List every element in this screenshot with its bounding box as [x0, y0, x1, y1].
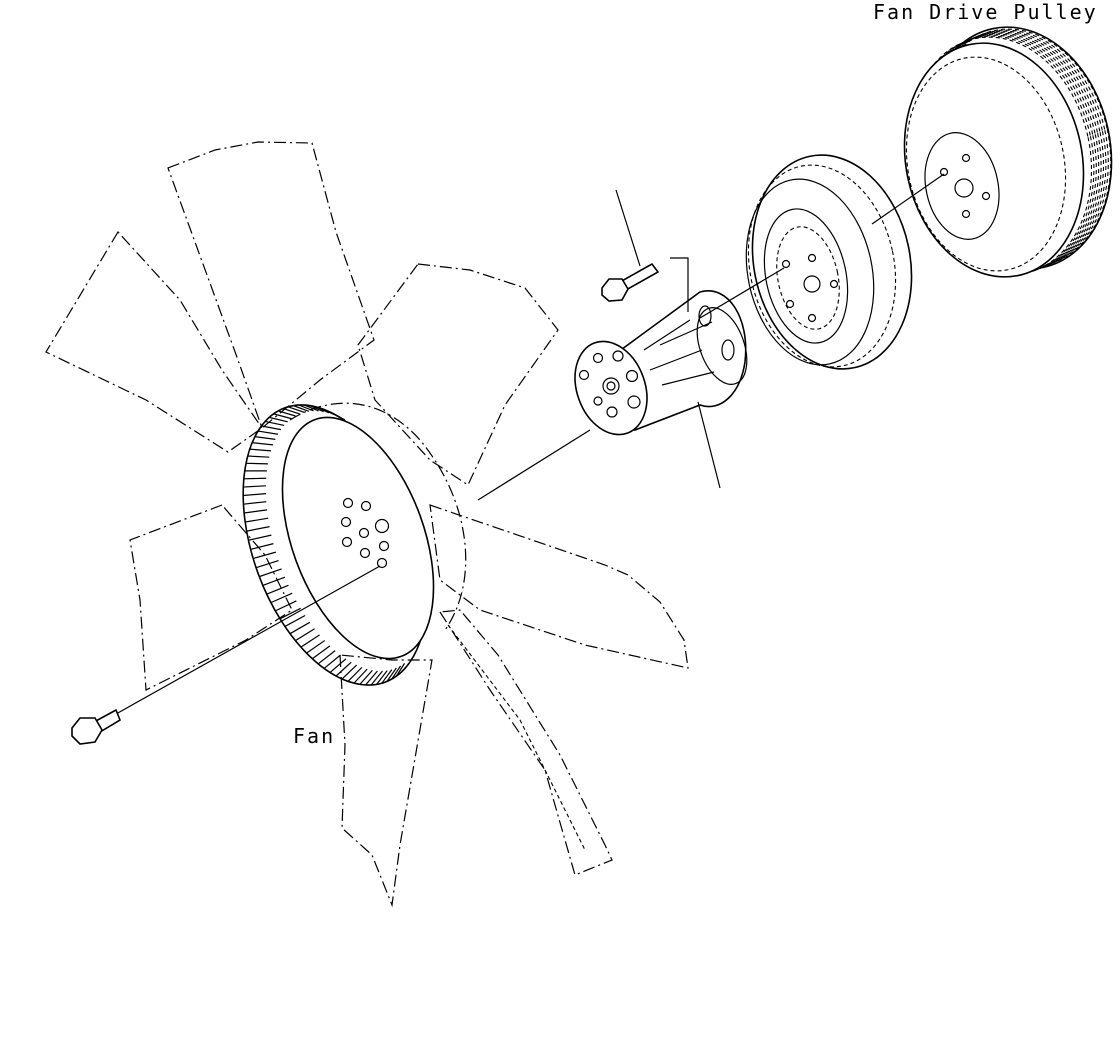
- grille-rib: [249, 448, 272, 452]
- middle-pulley-rim: [751, 154, 913, 370]
- grille-rib: [243, 485, 266, 488]
- grille-rib: [329, 658, 347, 673]
- fan-blades: [45, 141, 689, 908]
- fan-blade-lower-right: [438, 609, 613, 876]
- fan-blade-lower: [339, 654, 433, 908]
- grille-rib: [317, 650, 336, 665]
- grille-rib: [282, 408, 300, 415]
- grille-rib: [246, 526, 270, 532]
- grille-rib: [248, 534, 272, 541]
- spacer-holes: [578, 350, 641, 418]
- grille-rib: [298, 404, 314, 412]
- grille-rib: [306, 640, 326, 654]
- grille-rib: [243, 501, 267, 505]
- fan-bolt: [71, 565, 381, 745]
- grille-rib: [254, 436, 276, 440]
- fan-drive-pulley: [903, 26, 1113, 278]
- spacer-adapter: [574, 290, 748, 436]
- spacer-body: [617, 290, 747, 432]
- fan-drive-pulley-holes: [939, 153, 991, 219]
- grille-rib: [289, 621, 311, 635]
- grille-rib: [353, 668, 368, 684]
- grille-rib: [287, 406, 305, 413]
- grille-rib: [359, 669, 373, 685]
- grille-rib: [252, 551, 277, 560]
- fan-hub-bolt-holes: [340, 497, 390, 569]
- grille-rib: [376, 670, 388, 685]
- grille-rib: [278, 410, 296, 417]
- grille-rib: [266, 584, 289, 595]
- grille-rib: [300, 634, 320, 648]
- fan-blade-upper: [167, 141, 375, 430]
- grille-rib: [365, 670, 378, 686]
- fan-blade-left-lower: [129, 504, 293, 691]
- grille-rib: [269, 416, 288, 423]
- grille-rib: [250, 543, 274, 550]
- spacer-bolt-head: [601, 278, 629, 302]
- fan-hub-plate: [281, 416, 435, 660]
- grille-rib: [265, 420, 285, 427]
- grille-rib: [247, 455, 270, 458]
- grille-rib: [255, 560, 279, 569]
- spacer-front-flange: [574, 340, 648, 436]
- grille-rib: [315, 406, 330, 414]
- grille-rib: [262, 576, 286, 587]
- grille-rib: [284, 614, 306, 627]
- fan-drive-pulley-label: Fan Drive Pulley: [873, 0, 1098, 24]
- fan-bolt-head: [71, 717, 103, 745]
- fan-hub-grille: [243, 404, 406, 686]
- grille-rib: [293, 405, 310, 412]
- grille-rib: [261, 425, 282, 431]
- fan-blade-left-upper: [45, 231, 263, 453]
- grille-rib: [243, 493, 267, 497]
- grille-rib: [341, 664, 358, 680]
- grille-rib: [243, 477, 267, 480]
- grille-rib: [333, 413, 346, 421]
- grille-rib: [273, 413, 292, 420]
- fan-label: Fan: [293, 724, 336, 748]
- fan-drive-pulley-face: [903, 42, 1085, 278]
- fan-blade-upper-right: [357, 263, 559, 486]
- grille-rib: [335, 661, 352, 677]
- grille-rib: [259, 568, 282, 578]
- grille-rib: [275, 600, 297, 612]
- grille-rib: [295, 628, 315, 642]
- grille-rib: [311, 645, 331, 660]
- middle-pulley: [745, 154, 913, 370]
- grille-rib: [257, 430, 279, 435]
- grille-rib: [246, 462, 268, 465]
- grille-rib: [347, 666, 363, 682]
- grille-rib: [309, 405, 324, 413]
- grille-rib: [381, 669, 393, 684]
- grille-rib: [270, 592, 293, 604]
- grille-rib: [304, 404, 319, 412]
- fan-hub: [242, 402, 467, 686]
- grille-rib: [323, 654, 341, 669]
- grille-rib: [370, 670, 383, 686]
- fan-blade-right: [429, 504, 689, 669]
- grille-rib: [252, 442, 274, 446]
- grille-rib: [244, 509, 268, 514]
- grille-rib: [391, 665, 402, 680]
- grille-rib: [245, 517, 269, 523]
- grille-rib: [386, 667, 397, 682]
- middle-pulley-holes: [781, 253, 839, 323]
- spacer-bolt: [601, 189, 721, 489]
- center-lines: [477, 173, 945, 501]
- grille-rib: [395, 663, 406, 677]
- grille-rib: [279, 607, 301, 620]
